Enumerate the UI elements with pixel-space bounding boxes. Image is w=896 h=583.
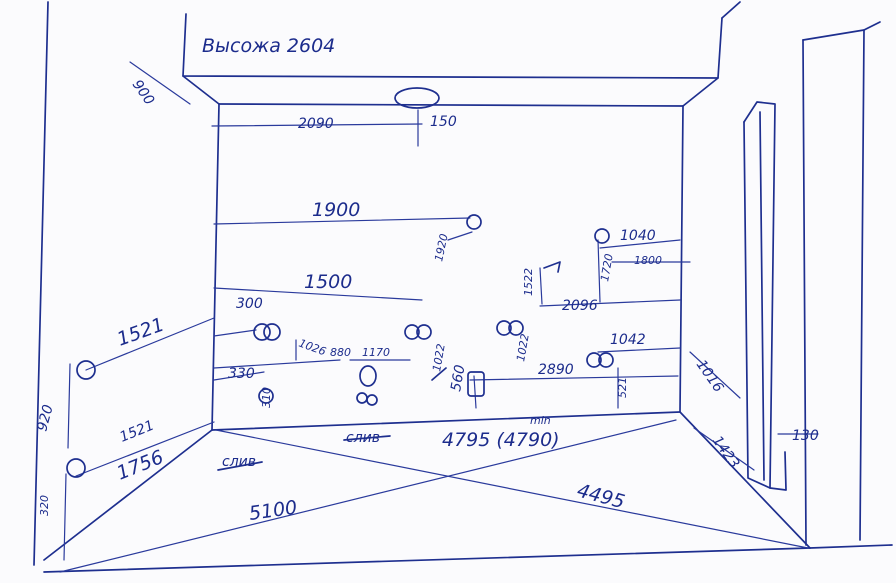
ceiling-diameter-label: 150	[430, 114, 457, 130]
length-1756-label: 1756	[114, 446, 167, 485]
left-wall-1521-lower-label: 1521	[118, 418, 157, 446]
diagonal-5100-label: 5100	[248, 496, 299, 525]
ceiling-length-label: 2090	[298, 116, 334, 132]
length-1042-label: 1042	[610, 332, 646, 348]
length-330-label: 330	[228, 366, 255, 382]
length-1040-label: 1040	[620, 228, 656, 244]
height-310-label: 310	[260, 387, 273, 408]
length-300-label: 300	[236, 296, 263, 312]
height-920-label: 920	[34, 403, 56, 433]
fixture-markers	[66, 87, 614, 478]
height-1920-label: 1920	[432, 233, 451, 263]
ceiling-left-label: 900	[129, 77, 157, 108]
height-1026-label: 1026	[297, 337, 328, 359]
length-2890-label: 2890	[538, 362, 574, 378]
height-1720-label: 1720	[598, 253, 616, 283]
right-1016-label: 1016	[693, 357, 727, 395]
length-1900-label: 1900	[312, 199, 360, 221]
height-1522-label: 1522	[522, 268, 535, 296]
dimension-lines	[59, 61, 819, 573]
dimension-labels: Высожа 2604 900 2090 150 1900 1920 1500 …	[34, 35, 818, 525]
height-label: Высожа 2604	[202, 35, 335, 57]
left-wall-1521-upper-label: 1521	[114, 313, 167, 350]
room-outline	[33, 1, 893, 573]
height-320-label: 320	[38, 495, 51, 516]
right-1423-label: 1423	[709, 433, 743, 471]
length-2096-label: 2096	[562, 298, 598, 314]
height-560-label: 560	[448, 364, 468, 393]
height-521-label: 521	[616, 377, 629, 398]
min-label: min	[530, 414, 551, 427]
drain-middle-label: слив	[346, 430, 380, 446]
length-880-label: 880	[330, 346, 351, 359]
height-1022-b-label: 1022	[514, 333, 532, 363]
right-130-label: 130	[792, 428, 819, 444]
diagonal-4495-label: 4495	[575, 480, 627, 514]
length-1800-label: 1800	[634, 254, 662, 267]
length-1170-label: 1170	[362, 346, 390, 359]
floor-length-label: 4795 (4790)	[442, 429, 560, 451]
length-1500-label: 1500	[304, 271, 352, 293]
drain-left-label: слив	[222, 454, 256, 470]
height-1022-a-label: 1022	[430, 343, 448, 373]
